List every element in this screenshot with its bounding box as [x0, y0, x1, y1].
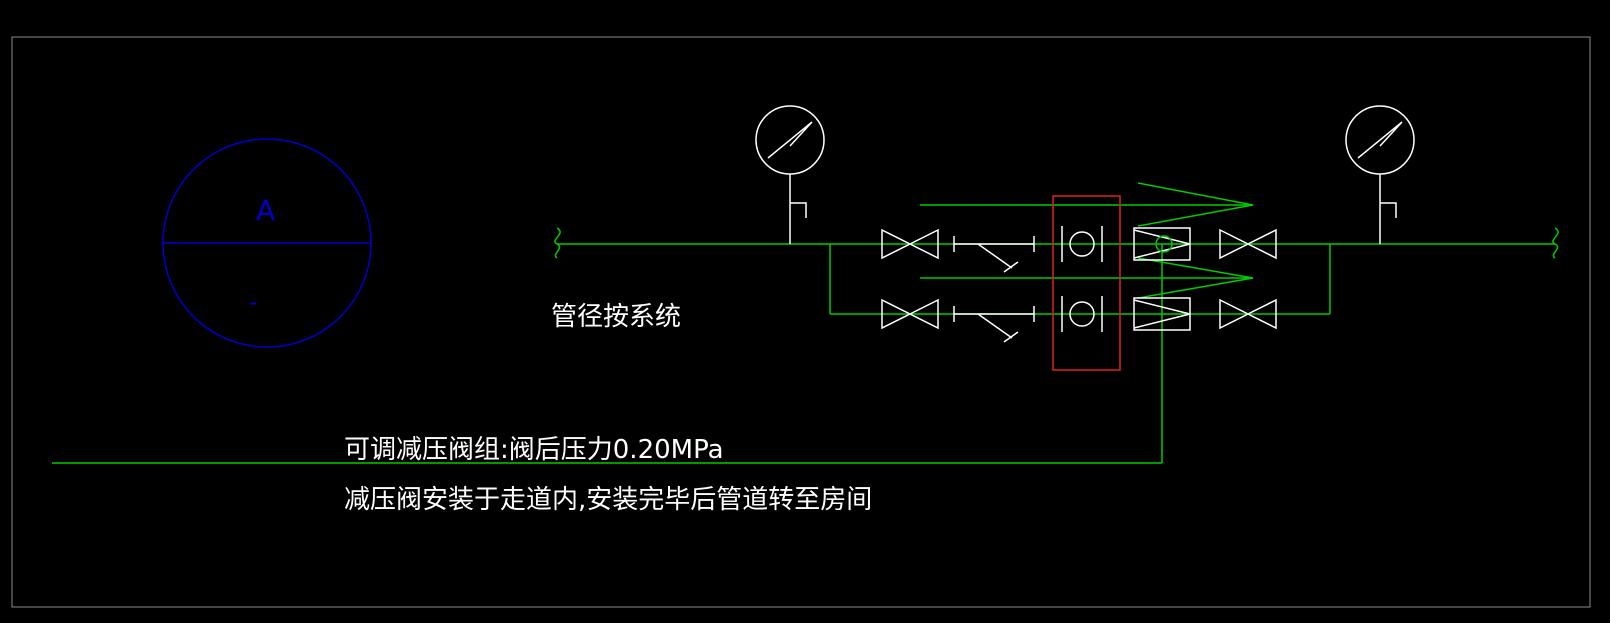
reducing-valve-lower	[1061, 296, 1103, 332]
strainer-lower	[953, 306, 1035, 343]
callout-letter: A	[256, 194, 275, 227]
gate-valve-lower-left	[881, 298, 939, 330]
check-valve-upper	[1133, 227, 1191, 261]
reducing-valve-highlight	[1052, 195, 1121, 371]
section-callout: A -	[162, 138, 372, 348]
callout-sub: -	[249, 288, 258, 316]
gate-valve-upper-right	[1219, 228, 1277, 260]
gate-valve-lower-right	[1219, 298, 1277, 330]
install-note-label: 减压阀安装于走道内,安装完毕后管道转至房间	[344, 485, 872, 515]
gate-valve-upper-left	[881, 228, 939, 260]
strainer-upper	[953, 236, 1035, 273]
pressure-gauge-right	[1345, 105, 1415, 244]
flow-arrow-lower	[920, 257, 1254, 279]
drawing-frame	[11, 36, 1591, 608]
pipe-break-left	[554, 227, 561, 259]
pressure-gauge-left	[755, 105, 825, 244]
pipe-break-right	[1552, 227, 1559, 259]
pipe-size-label: 管径按系统	[551, 302, 681, 332]
check-valve-upper-marker	[1155, 235, 1173, 253]
main-pipeline	[52, 182, 1559, 464]
reducing-valve-upper	[1061, 226, 1103, 262]
flow-arrow-lower-tail	[1137, 277, 1254, 299]
flow-arrow-upper	[920, 182, 1254, 206]
valve-group-label: 可调减压阀组:阀后压力0.20MPa	[344, 435, 724, 465]
flow-arrow-upper-tail	[1137, 204, 1254, 227]
check-valve-lower	[1133, 297, 1191, 331]
